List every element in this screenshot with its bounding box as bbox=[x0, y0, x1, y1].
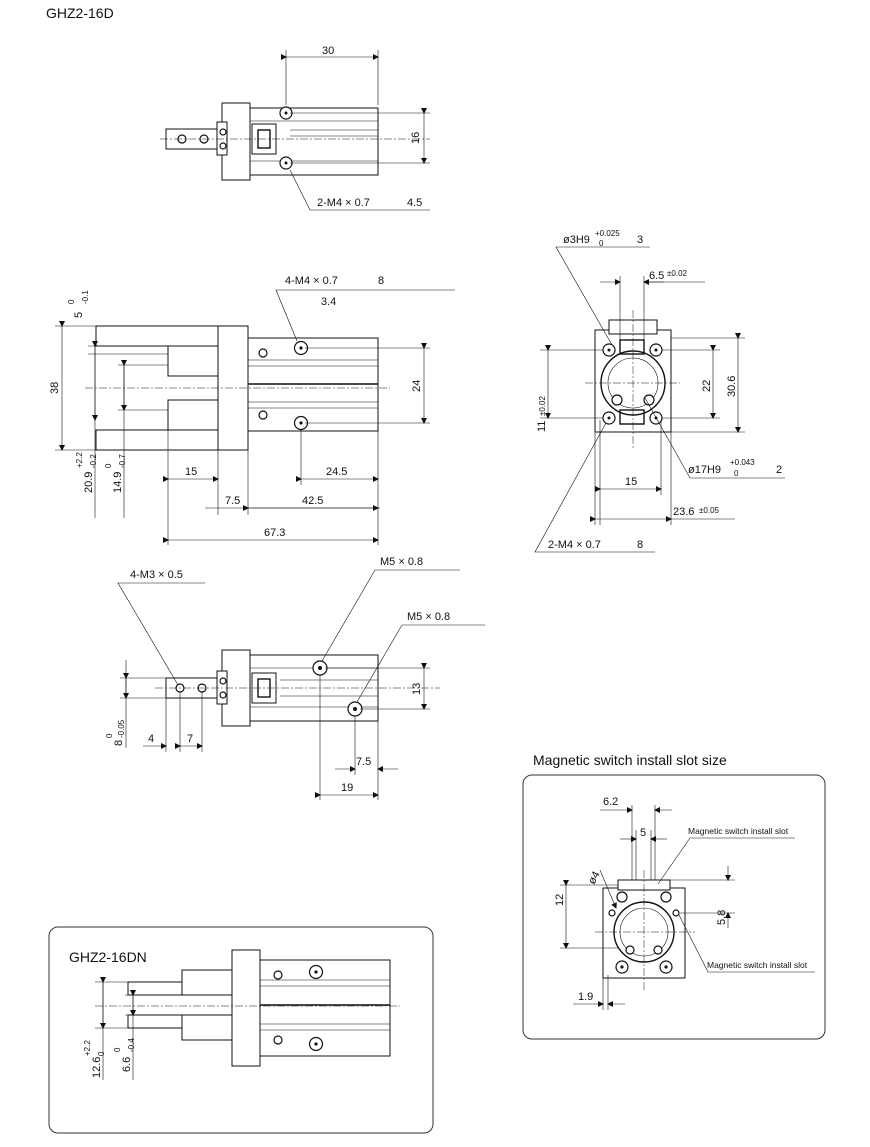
dim-7-5: 7.5 bbox=[225, 495, 240, 507]
slot-dim-1-9: 1.9 bbox=[578, 991, 593, 1003]
dim-20-9-upper: +2.2 bbox=[75, 452, 84, 468]
pin-upper: +0.025 bbox=[595, 229, 620, 238]
slot-label-a: Magnetic switch install slot bbox=[688, 826, 789, 836]
callout-depth: 4.5 bbox=[407, 197, 422, 209]
dim-width: 30 bbox=[322, 45, 334, 57]
bore-upper: +0.043 bbox=[730, 458, 755, 467]
dim-11-tol: ±0.02 bbox=[538, 395, 547, 416]
dim-8: 8 bbox=[113, 740, 125, 746]
dim-height: 16 bbox=[410, 132, 422, 144]
dim-30-6: 30.6 bbox=[726, 376, 738, 397]
dn-dim-12-6-upper: +2.2 bbox=[83, 1040, 92, 1056]
dim-6-5-tol: ±0.02 bbox=[667, 269, 688, 278]
bore-depth: 2 bbox=[776, 464, 782, 476]
dim-24-5: 24.5 bbox=[326, 466, 347, 478]
dim-7: 7 bbox=[187, 733, 193, 745]
top-view: 30 16 2-M4 × 0.7 4.5 bbox=[160, 45, 430, 211]
callout-sub: 3.4 bbox=[321, 296, 336, 308]
pin-lower: 0 bbox=[599, 239, 604, 248]
dim-23-6: 23.6 bbox=[673, 506, 694, 518]
slot-dim-5-8: 5.8 bbox=[716, 910, 728, 925]
tol-top-nominal: 5 bbox=[73, 312, 85, 318]
dn-dim-12-6: 12.6 bbox=[91, 1057, 103, 1078]
dn-dim-6-6: 6.6 bbox=[121, 1057, 133, 1072]
dim-23-6-tol: ±0.05 bbox=[699, 506, 720, 515]
dn-dim-6-6-upper: 0 bbox=[113, 1047, 122, 1052]
callout-m5-b: M5 × 0.8 bbox=[407, 611, 450, 623]
dim-8-upper: 0 bbox=[105, 733, 114, 738]
callout-thread: 2-M4 × 0.7 bbox=[317, 197, 370, 209]
dim-6-5: 6.5 bbox=[649, 270, 664, 282]
dn-panel: GHZ2-16DN 12.6 +2.2 0 6.6 0 -0. bbox=[48, 926, 434, 1134]
slot-dim-6-2: 6.2 bbox=[603, 796, 618, 808]
side-view: ø3H9 +0.025 0 3 6.5 ±0.02 11 ±0.02 22 30… bbox=[534, 229, 785, 553]
dim-19: 19 bbox=[341, 782, 353, 794]
dim-14-9: 14.9 bbox=[112, 472, 124, 493]
slot-label-b: Magnetic switch install slot bbox=[707, 960, 808, 970]
bottom-view: 4-M3 × 0.5 M5 × 0.8 M5 × 0.8 13 8 0 -0.0… bbox=[105, 556, 485, 800]
dim-4: 4 bbox=[148, 733, 154, 745]
dim-24: 24 bbox=[411, 380, 423, 392]
dim-42-5: 42.5 bbox=[302, 495, 323, 507]
dim-11: 11 bbox=[536, 421, 548, 432]
dim-67-3: 67.3 bbox=[264, 527, 285, 539]
dim-20-9: 20.9 bbox=[83, 472, 95, 493]
bore-lower: 0 bbox=[734, 469, 739, 478]
callout-m3: 4-M3 × 0.5 bbox=[130, 569, 183, 581]
pin-label: ø3H9 bbox=[563, 234, 590, 246]
model-title: GHZ2-16D bbox=[46, 5, 114, 21]
dim-15: 15 bbox=[625, 476, 637, 488]
dim-38: 38 bbox=[49, 382, 61, 394]
tol-top-upper: 0 bbox=[67, 299, 76, 304]
slot-dim-4: ø4 bbox=[586, 869, 603, 886]
callout-depth: 8 bbox=[637, 539, 643, 551]
dim-15: 15 bbox=[185, 466, 197, 478]
dim-7-5: 7.5 bbox=[356, 756, 371, 768]
slot-dim-12: 12 bbox=[554, 894, 566, 906]
callout-m5-a: M5 × 0.8 bbox=[380, 556, 423, 568]
dn-panel-title: GHZ2-16DN bbox=[69, 949, 147, 965]
pin-depth: 3 bbox=[637, 234, 643, 246]
dn-dim-6-6-lower: -0.4 bbox=[127, 1038, 136, 1052]
callout-thread: 4-M4 × 0.7 bbox=[285, 275, 338, 287]
slot-panel: Magnetic switch install slot size 6.2 5 bbox=[522, 752, 826, 1040]
tol-top-lower: -0.1 bbox=[81, 290, 90, 304]
dim-20-9-lower: -0.2 bbox=[89, 454, 98, 468]
bore-label: ø17H9 bbox=[688, 464, 721, 476]
dn-dim-12-6-lower: 0 bbox=[97, 1051, 106, 1056]
dim-13: 13 bbox=[411, 683, 423, 695]
dim-14-9-upper: 0 bbox=[104, 463, 113, 468]
dim-8-lower: -0.05 bbox=[117, 719, 126, 738]
callout-thread: 2-M4 × 0.7 bbox=[548, 539, 601, 551]
dim-14-9-lower: -0.7 bbox=[118, 454, 127, 468]
slot-dim-5: 5 bbox=[640, 827, 646, 839]
front-view: 4-M4 × 0.7 8 3.4 5 0 -0.1 38 20.9 +2.2 -… bbox=[49, 275, 455, 545]
dim-22: 22 bbox=[701, 380, 713, 392]
slot-panel-title: Magnetic switch install slot size bbox=[533, 752, 727, 768]
callout-depth: 8 bbox=[378, 275, 384, 287]
